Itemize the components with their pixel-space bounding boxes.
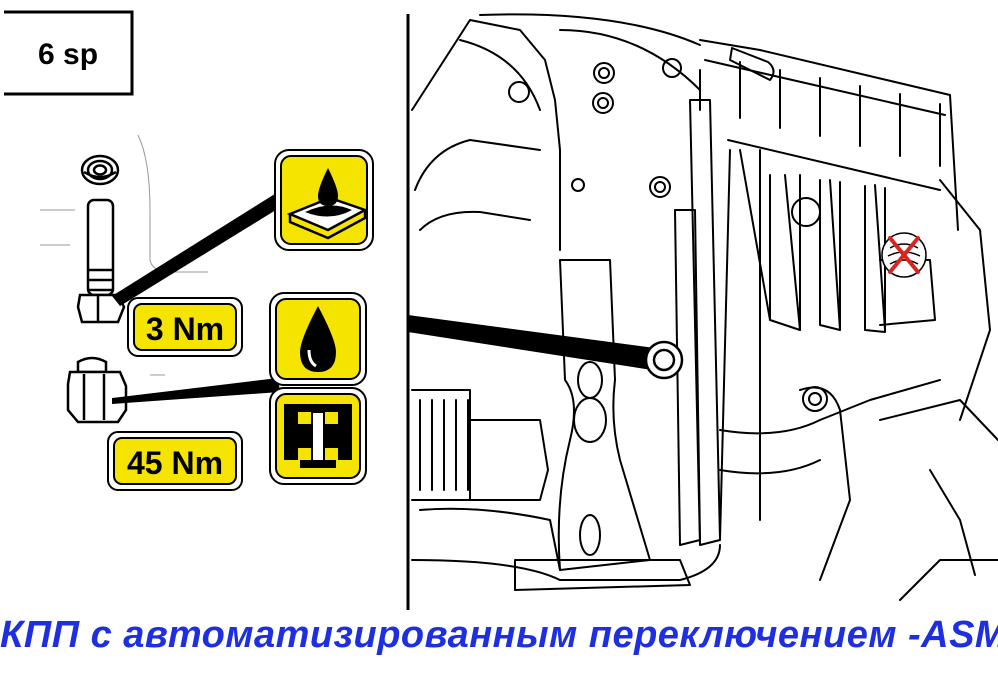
- variant-label: 6 sp: [38, 38, 98, 71]
- drain-plug-drawing: [66, 356, 128, 424]
- seal-gasket-icon: [269, 387, 367, 485]
- filler-screw-drawing: [76, 154, 126, 324]
- torque-badge-small: 3 Nm: [127, 297, 243, 357]
- torque-badge-large: 45 Nm: [107, 431, 243, 491]
- transmission-housing-drawing: [411, 13, 998, 601]
- torque-large-label: 45 Nm: [127, 445, 223, 481]
- housing-drain-plug: [644, 340, 684, 380]
- red-x-marker-icon: [881, 232, 927, 278]
- page-caption: КПП с автоматизированным переключением -…: [0, 614, 998, 656]
- oil-on-surface-icon: [274, 149, 374, 251]
- torque-small-label: 3 Nm: [146, 311, 224, 347]
- oil-drop-icon: [269, 292, 367, 386]
- variant-label-box: 6 sp: [4, 10, 134, 96]
- leader-lines: [112, 192, 655, 404]
